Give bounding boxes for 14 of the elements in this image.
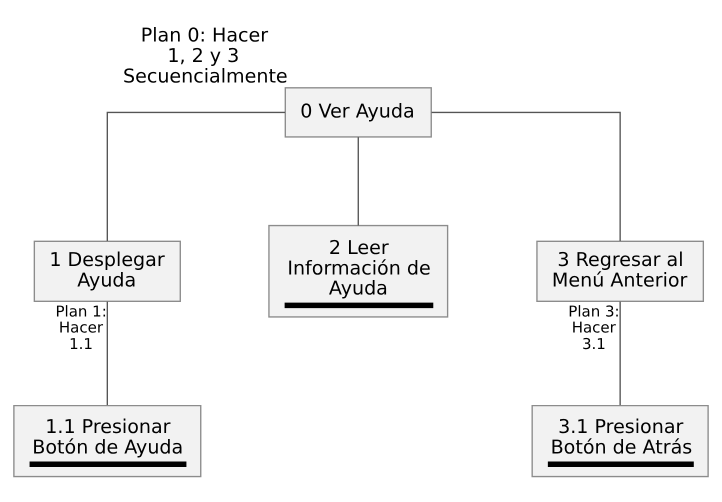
connector	[358, 136, 359, 226]
connector	[106, 111, 285, 240]
connector	[619, 301, 621, 405]
node-box: 1.1 Presionar Botón de Ayuda	[13, 404, 202, 477]
connector	[432, 111, 621, 240]
node-box: 2 Leer Información de Ayuda	[268, 224, 448, 318]
node-box: 3 Regresar al Menú Anterior	[536, 240, 704, 302]
node-box: 0 Ver Ayuda	[284, 86, 432, 138]
node-box: 1 Desplegar Ayuda	[34, 240, 181, 302]
edge-label: Plan 3: Hacer 3.1	[568, 302, 620, 353]
connector	[106, 301, 108, 405]
node-label: Plan 0: Hacer 1, 2 y 3 Secuencialmente	[123, 23, 288, 88]
node-box: 3.1 Presionar Botón de Atrás	[531, 404, 709, 477]
edge-label: Plan 1: Hacer 1.1	[55, 302, 107, 353]
